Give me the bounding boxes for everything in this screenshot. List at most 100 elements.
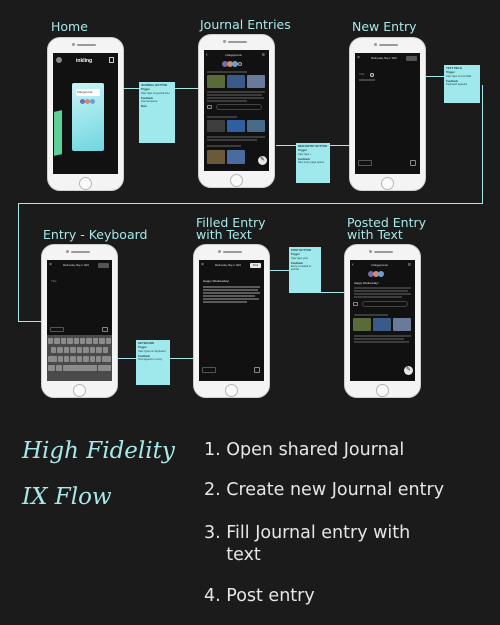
legend-step-2: 2. Create new Journal entry — [204, 480, 445, 500]
photo-thumbnail[interactable] — [207, 75, 225, 88]
menu-icon[interactable]: ≡ — [262, 52, 265, 58]
annotation-feedback-text: New entry page opens — [298, 161, 324, 165]
annotation-feedback-text: Journal opens — [141, 100, 158, 104]
close-icon[interactable]: × — [49, 262, 52, 268]
posted-entry-screen: ‹ Collegejournal ≡ Happy Wednesday! ✎ — [350, 260, 415, 381]
image-icon[interactable] — [410, 160, 416, 166]
close-icon[interactable]: × — [201, 262, 204, 268]
body-placeholder — [359, 79, 375, 81]
font-select[interactable] — [358, 160, 372, 166]
text-line — [354, 338, 404, 340]
post-button[interactable]: Post — [250, 263, 261, 268]
cursor-marker — [370, 73, 374, 77]
avatar — [368, 271, 374, 277]
new-entry-screen: × Wednesday, May 2, 2023 Title — [355, 53, 420, 174]
entry-date: Wednesday, May 2, 2023 — [215, 265, 241, 267]
annotation-feedback-label: Feedback — [291, 261, 303, 265]
keyboard[interactable] — [47, 335, 112, 381]
like-icon[interactable] — [353, 302, 358, 306]
text-line — [207, 139, 257, 141]
entry-title[interactable]: Happy Wednesday! — [203, 279, 230, 283]
connector-line — [259, 270, 289, 271]
font-select[interactable] — [50, 327, 64, 332]
title-home: Home — [51, 19, 88, 34]
text-line — [203, 292, 260, 294]
connector-line — [276, 145, 296, 146]
keyboard-row[interactable] — [48, 365, 111, 371]
title-placeholder[interactable]: Title — [359, 72, 365, 76]
photo-thumbnail[interactable] — [227, 75, 245, 88]
keyboard-row[interactable] — [48, 338, 112, 344]
phone-home: inkling Collegejournal — [47, 37, 124, 191]
title-placeholder[interactable]: Title — [51, 279, 57, 283]
annotation-title: POST BUTTON — [291, 248, 311, 252]
new-entry-button[interactable]: ✎ — [258, 156, 267, 165]
annotation-keyboard: KEYBOARD Trigger User types on keyboard … — [136, 340, 170, 385]
image-icon[interactable] — [102, 327, 108, 332]
text-line — [207, 97, 264, 99]
journal-button[interactable]: Collegejournal — [72, 83, 104, 151]
post-button-disabled[interactable] — [406, 56, 417, 61]
font-select[interactable] — [202, 367, 216, 373]
phone-journal-entries: ‹ Collegejournal ≡ ✎ — [198, 34, 275, 188]
legend-step-1: 1. Open shared Journal — [204, 440, 405, 460]
text-line — [207, 136, 265, 138]
avatar — [378, 271, 384, 277]
phone-new-entry: × Wednesday, May 2, 2023 Title — [349, 37, 426, 191]
text-line — [354, 290, 408, 292]
back-icon[interactable]: ‹ — [352, 262, 354, 268]
entry-date: Wednesday, May 2, 2023 — [63, 265, 89, 267]
entry-date: Wednesday, May 2, 2023 — [371, 58, 397, 60]
photo-thumbnail[interactable] — [227, 150, 245, 164]
annotation-trigger-label: Trigger — [138, 346, 147, 350]
annotation-new-entry-button: NEW ENTRY BUTTON Trigger User taps + Fee… — [296, 143, 330, 183]
annotation-post-button: POST BUTTON Trigger User taps post Feedb… — [289, 247, 321, 293]
close-icon[interactable]: × — [357, 55, 360, 61]
back-icon[interactable]: ‹ — [206, 52, 208, 58]
journal-card-back — [54, 110, 62, 156]
new-entry-button[interactable]: ✎ — [404, 366, 413, 375]
annotation-trigger-text: User taps + — [298, 152, 312, 156]
title-entry-keyboard: Entry - Keyboard — [43, 227, 148, 242]
avatar[interactable] — [56, 57, 62, 63]
photo-thumbnail[interactable] — [247, 75, 265, 88]
comment-input[interactable] — [362, 301, 408, 307]
connector-line — [170, 358, 194, 359]
photo-thumbnail[interactable] — [207, 120, 225, 132]
app-logo: inkling — [76, 58, 93, 64]
comment-input[interactable] — [216, 104, 262, 110]
journal-name: Collegejournal — [225, 54, 242, 57]
annotation-title: NEW ENTRY BUTTON — [298, 144, 328, 148]
photo-thumbnail[interactable] — [353, 318, 371, 331]
annotation-feedback-label: Feedback — [298, 157, 310, 161]
title-posted-entry: Posted Entry with Text — [347, 215, 427, 242]
photo-thumbnail[interactable] — [227, 120, 245, 132]
avatar — [222, 61, 228, 67]
title-filled-entry: Filled Entry with Text — [196, 215, 266, 242]
text-line — [354, 314, 388, 316]
avatar — [227, 61, 233, 67]
annotation-journal-button: JOURNAL BUTTON Trigger User taps on jour… — [139, 82, 175, 143]
photo-thumbnail[interactable] — [373, 318, 391, 331]
text-line — [354, 341, 409, 343]
menu-icon[interactable]: ≡ — [408, 262, 411, 268]
post-button-disabled[interactable] — [98, 263, 109, 268]
text-line — [354, 287, 411, 289]
text-line — [203, 298, 259, 300]
text-line — [207, 145, 241, 147]
annotation-trigger-text: User taps post — [291, 256, 308, 260]
connector-line — [18, 203, 19, 321]
keyboard-row[interactable] — [51, 347, 108, 353]
photo-thumbnail[interactable] — [207, 150, 225, 164]
photo-thumbnail[interactable] — [393, 318, 411, 331]
add-member-icon[interactable] — [238, 62, 242, 66]
exit-icon[interactable] — [109, 57, 114, 63]
like-icon[interactable] — [207, 105, 212, 109]
photo-thumbnail[interactable] — [247, 120, 265, 132]
keyboard-row[interactable] — [48, 356, 111, 362]
title-new-entry: New Entry — [352, 19, 417, 34]
image-icon[interactable] — [254, 367, 260, 373]
text-line — [203, 301, 247, 303]
connector-line — [321, 292, 345, 293]
annotation-feedback-text: Entry is posted to journal — [291, 265, 312, 272]
